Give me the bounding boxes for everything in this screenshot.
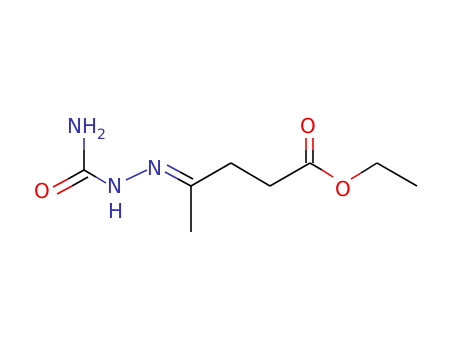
bond-imine-a <box>164 171 179 180</box>
bonds <box>52 138 418 232</box>
bond-urea-carbonyl-a-o <box>52 178 69 188</box>
atom-urea-oxygen: O <box>34 179 50 203</box>
bond-ester-oxygen-ch2 <box>350 172 362 180</box>
atom-amine-subscript: 2 <box>97 127 106 143</box>
atom-ester-oxygen: O <box>335 177 351 201</box>
atom-amine: NH2 <box>67 114 106 143</box>
bond-imine-b <box>166 164 181 173</box>
bond-urea-carbonyl-b-o <box>56 185 73 195</box>
atom-hydrazide-nitrogen: N <box>107 174 122 198</box>
bond-imine-b-c <box>179 171 194 180</box>
bond-urea-carbonyl-a <box>67 169 85 180</box>
atom-imine-nitrogen: N <box>147 156 162 180</box>
bond-ester-carbon-oxygen-o <box>321 169 334 178</box>
bond-ethyl <box>376 162 418 187</box>
atom-carbonyl-oxygen: O <box>300 114 316 138</box>
bond-urea-carbonyl-b <box>71 176 89 187</box>
bond-imine-carbon-ch2 <box>190 162 232 187</box>
bond-ester-oxygen-ch2-c <box>360 162 378 174</box>
bond-ch2-ch2 <box>230 162 271 187</box>
bond-hydrazine-n-n <box>125 169 148 181</box>
bond-imine-a-c <box>177 178 192 187</box>
bond-ester-carbon-oxygen <box>309 162 323 171</box>
bond-urea-carbon-hydrazide-n <box>83 169 97 178</box>
atom-labels: NH2 O N H N O O <box>34 114 351 223</box>
atom-hydrazide-hydrogen: H <box>108 199 123 223</box>
bond-ch2-ester-carbon <box>269 162 311 187</box>
bond-urea-carbon-hydrazide-n-b <box>95 176 107 184</box>
